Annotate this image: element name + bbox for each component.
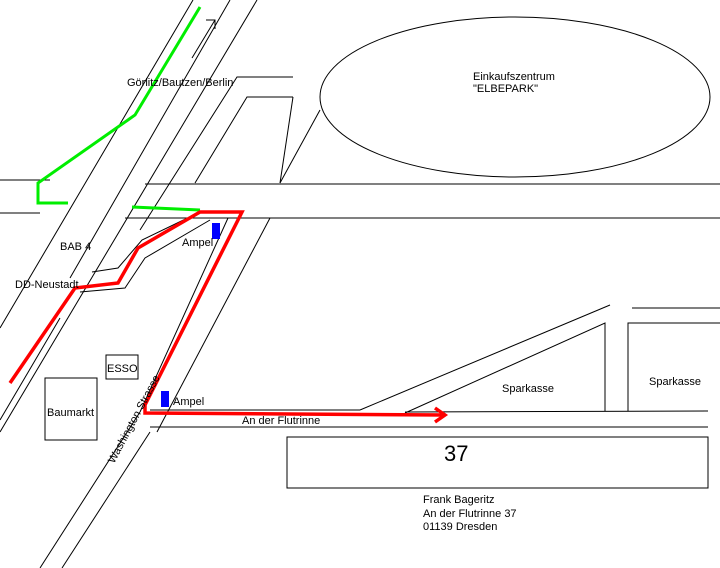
baumarkt-building [44, 377, 98, 441]
house-number: 37 [444, 441, 468, 466]
esso-label: ESSO [107, 363, 138, 375]
highway-label: BAB 4 [60, 241, 91, 253]
traffic-light-icon [161, 391, 169, 407]
route-line [8, 210, 446, 417]
sparkasse-label: Sparkasse [649, 376, 701, 388]
direction-arrow-icon [191, 19, 216, 59]
mall-name-label: "ELBEPARK" [473, 83, 538, 95]
esso-building [105, 354, 139, 380]
washington-strasse-label: Washington Strasse [106, 373, 163, 465]
direction-label: Görlitz/Bautzen/Berlin [127, 77, 233, 89]
sparkasse-label: Sparkasse [502, 383, 554, 395]
traffic-light-icon [212, 223, 220, 239]
flutrinne-street-label: An der Flutrinne [242, 415, 320, 427]
address-street: An der Flutrinne 37 [423, 508, 517, 520]
traffic-light-label: Ampel [173, 396, 204, 408]
exit-label: DD-Neustadt [15, 279, 79, 291]
elbepark-mall [319, 16, 711, 178]
baumarkt-label: Baumarkt [47, 407, 94, 419]
route-arrowhead-icon [433, 406, 449, 424]
alt-route-line-2 [131, 205, 201, 212]
address-name: Frank Bageritz [423, 494, 495, 506]
traffic-light-label: Ampel [182, 237, 213, 249]
address-city: 01139 Dresden [423, 521, 497, 533]
mall-label: Einkaufszentrum [473, 71, 555, 83]
house-37-building [286, 436, 709, 489]
alt-route-line [36, 6, 202, 205]
